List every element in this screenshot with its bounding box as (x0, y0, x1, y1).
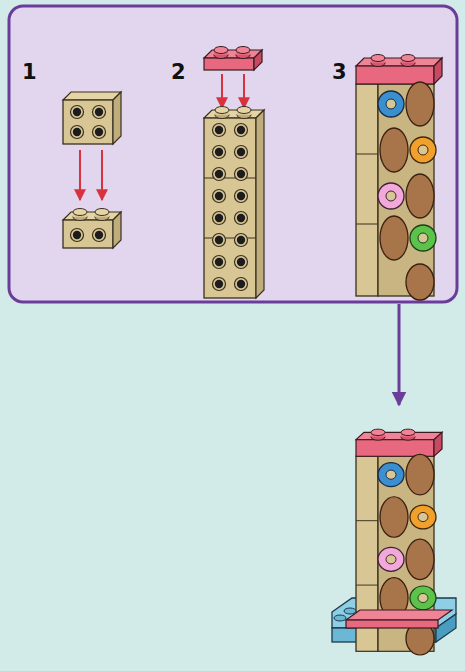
final-model (332, 429, 456, 655)
step-number: 1 (22, 62, 37, 83)
step-number: 3 (332, 62, 347, 83)
step2-parts (204, 47, 264, 299)
step1-parts (63, 92, 121, 248)
step-number: 2 (171, 62, 186, 83)
step3-model (356, 55, 442, 301)
